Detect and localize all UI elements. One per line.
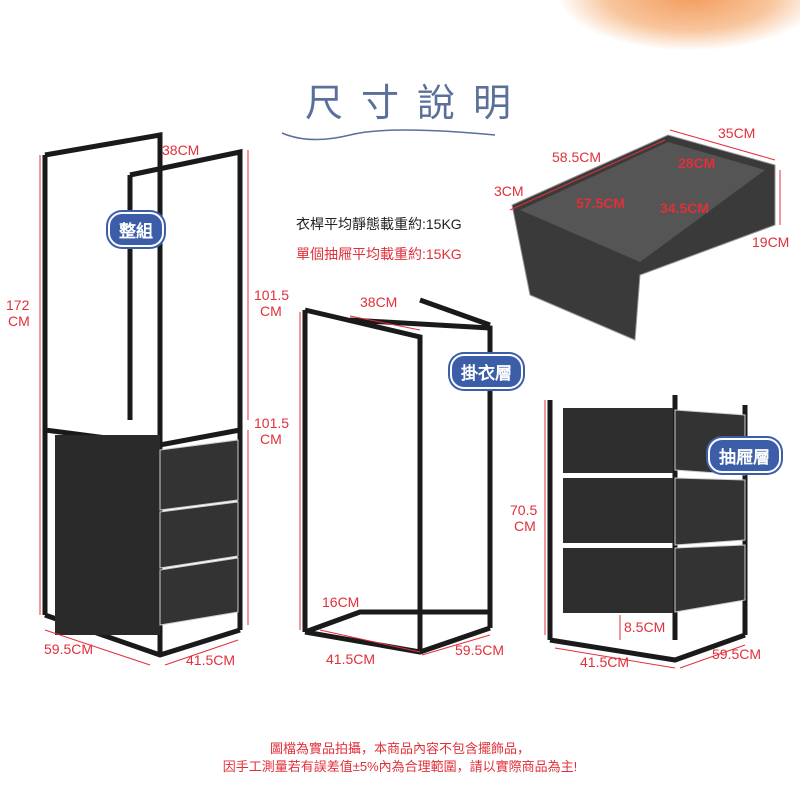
drawer-box <box>511 134 776 341</box>
hanging-frame <box>302 297 493 655</box>
dim-drawer-height-value: 70.5 <box>510 502 538 518</box>
dim-drawer-width: 59.5CM <box>712 646 762 662</box>
dim-full-height-value: 172 <box>6 297 30 313</box>
dim-hanging-top-depth: 38CM <box>360 294 398 310</box>
drawer-load-note: 單個抽屜平均載重約:15KG <box>296 246 462 262</box>
dim-box-outer-width: 35CM <box>718 125 756 141</box>
dim-full-depth: 41.5CM <box>186 652 236 668</box>
dim-box-outer-length: 58.5CM <box>552 149 602 165</box>
dim-hanging-bottom-gap: 16CM <box>322 594 360 610</box>
dim-full-height-unit: CM <box>8 313 30 329</box>
dim-box-inner-depth: 34.5CM <box>660 200 710 216</box>
dim-box-height: 19CM <box>752 234 790 250</box>
full-set-badge: 整組 <box>108 212 164 247</box>
dim-full-upper-value: 101.5 <box>254 287 290 303</box>
dim-drawer-depth: 41.5CM <box>580 654 630 670</box>
rod-load-note: 衣桿平均靜態載重約:15KG <box>296 216 462 232</box>
dim-hanging-width: 59.5CM <box>455 642 505 658</box>
title-underline <box>281 129 496 141</box>
dim-box-inner-length: 57.5CM <box>576 195 626 211</box>
dim-full-lower-unit: CM <box>260 431 282 447</box>
dim-box-rim: 3CM <box>494 183 524 199</box>
page-title: 尺寸說明 <box>305 81 530 125</box>
dim-box-inner-width: 28CM <box>678 155 716 171</box>
dim-drawer-foot: 8.5CM <box>624 619 666 635</box>
footer-line-2: 因手工測量若有誤差值±5%內為合理範圍，請以實際商品為主! <box>222 759 578 774</box>
drawer-layer-badge: 抽屜層 <box>708 438 781 473</box>
dim-full-upper-unit: CM <box>260 303 282 319</box>
dim-full-width: 59.5CM <box>44 641 94 657</box>
dim-drawer-height-unit: CM <box>514 518 536 534</box>
hanging-layer-badge: 掛衣層 <box>450 354 523 389</box>
dim-full-lower-value: 101.5 <box>254 415 290 431</box>
full-set-drawers <box>55 435 239 635</box>
footer-line-1: 圖檔為實品拍攝，本商品內容不包含擺飾品， <box>269 741 530 756</box>
dim-full-top-depth: 38CM <box>162 142 200 158</box>
dimension-lines <box>39 129 781 669</box>
dim-hanging-depth: 41.5CM <box>326 651 376 667</box>
